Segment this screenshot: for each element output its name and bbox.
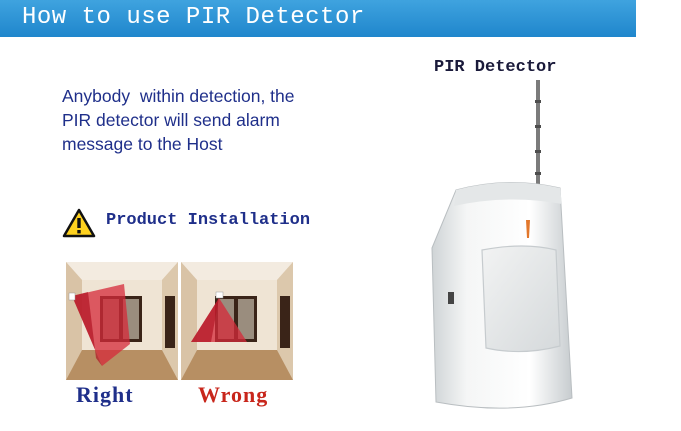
device-label: PIR Detector: [434, 58, 557, 77]
intro-text: Anybody within detection, the PIR detect…: [62, 84, 362, 156]
pir-detector-image: [431, 80, 573, 409]
title-banner: How to use PIR Detector: [0, 0, 636, 37]
intro-line-3: message to the Host: [62, 134, 223, 154]
room-wrong-installation-image: [181, 262, 293, 380]
intro-line-1: Anybody within detection, the: [62, 86, 295, 106]
caption-right: Right: [76, 382, 134, 407]
banner-title: How to use PIR Detector: [22, 4, 365, 31]
room-correct-installation-image: [66, 262, 178, 380]
installation-title: Product Installation: [106, 211, 311, 230]
warning-triangle-icon: [62, 208, 96, 238]
caption-wrong: Wrong: [198, 382, 269, 407]
intro-line-2: PIR detector will send alarm: [62, 110, 280, 130]
